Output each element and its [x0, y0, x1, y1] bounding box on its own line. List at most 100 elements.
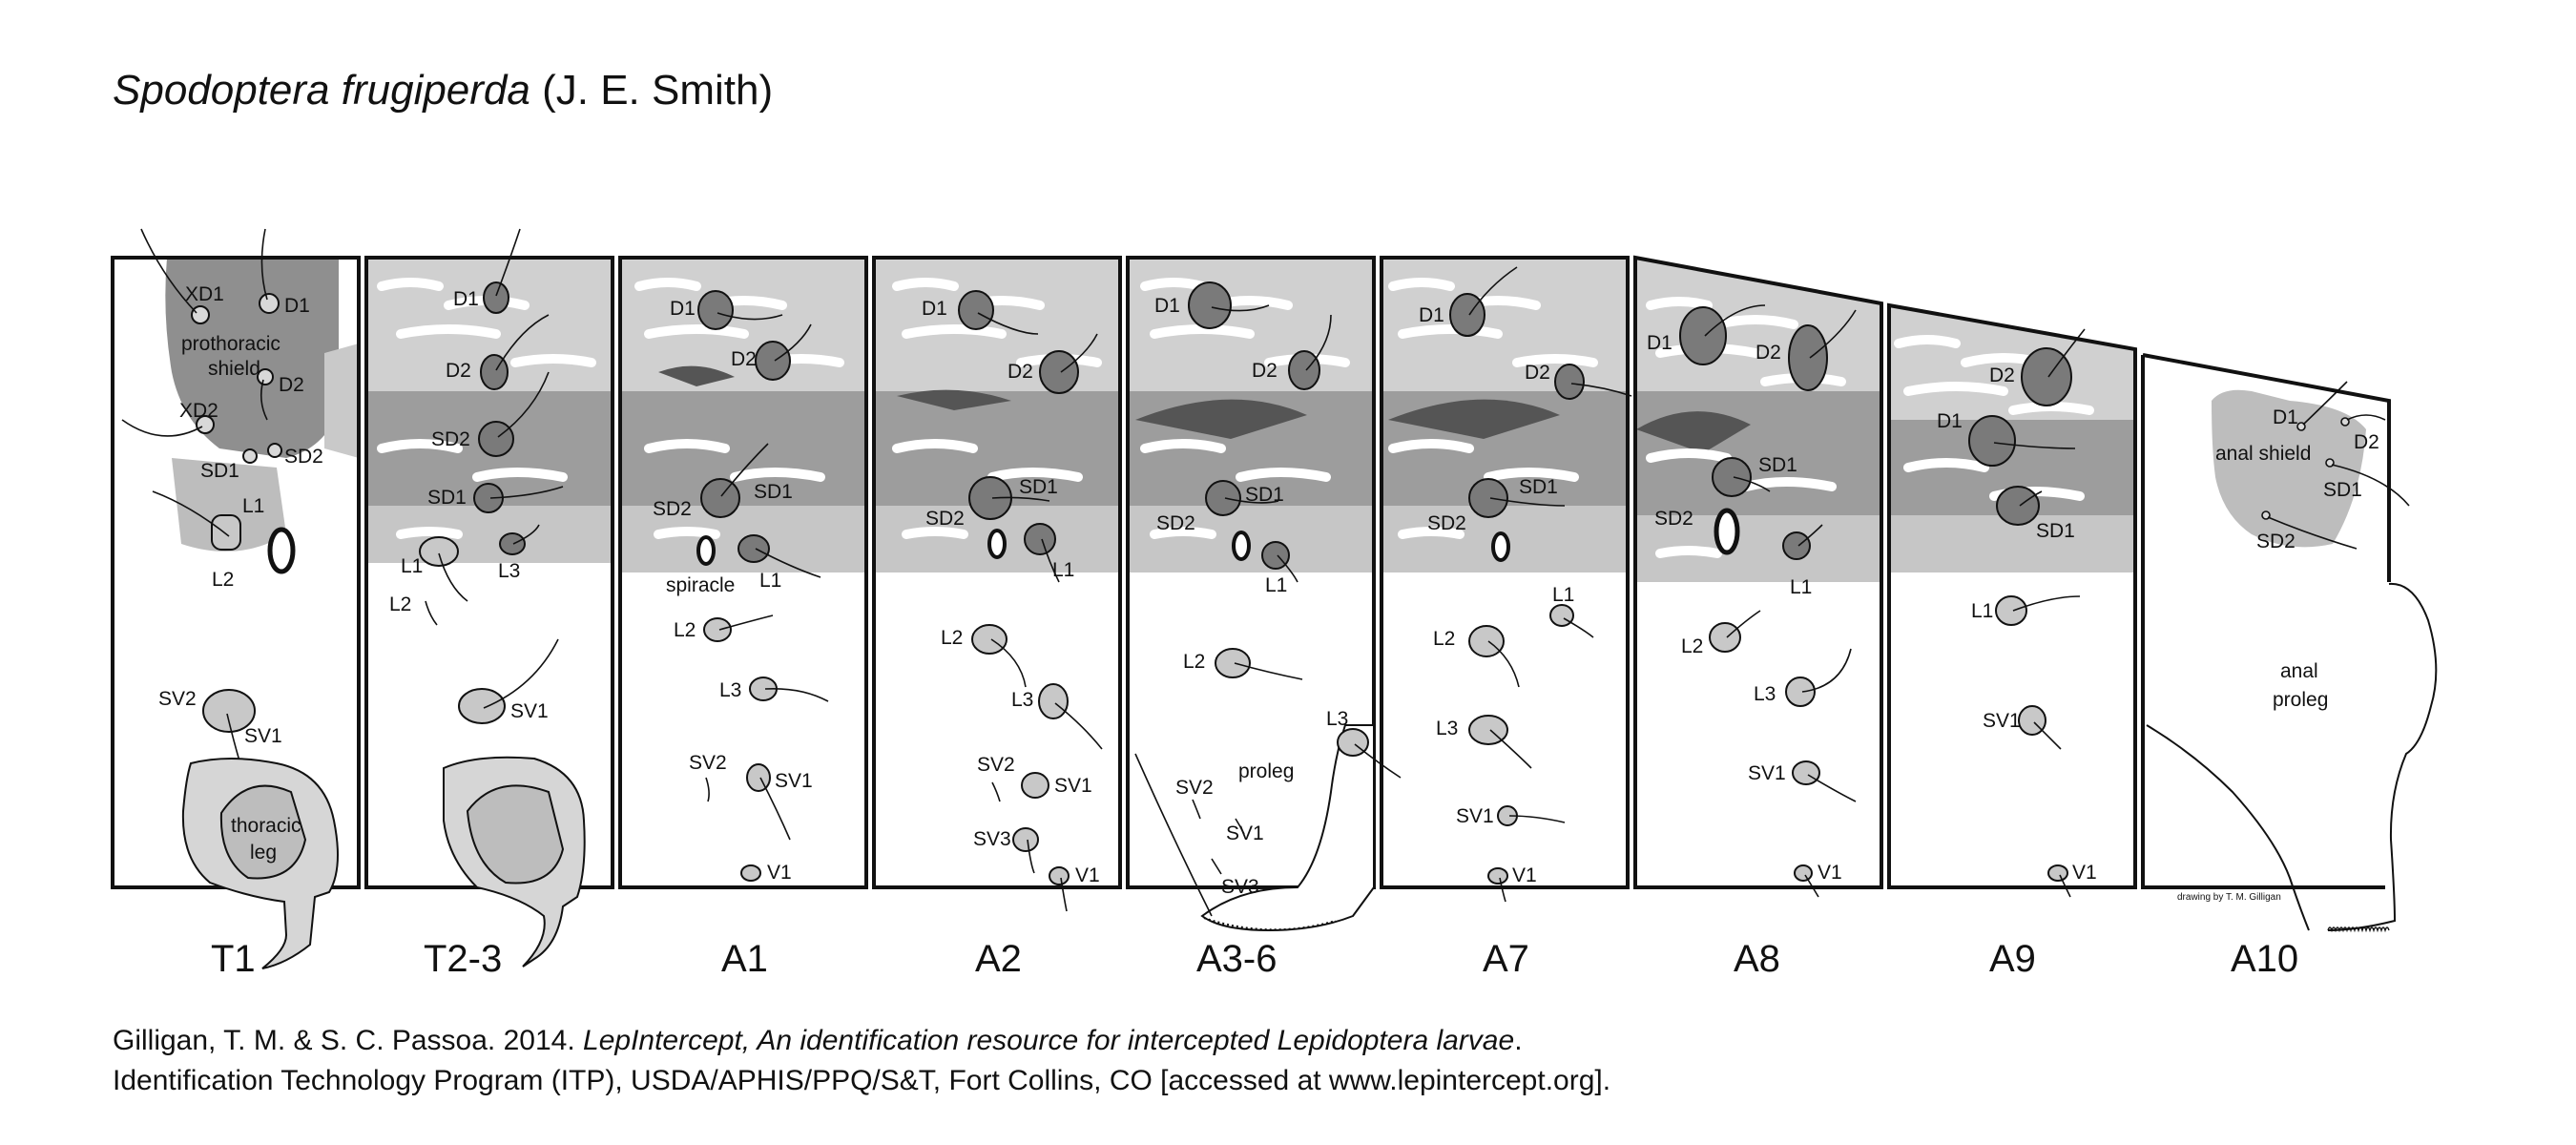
label-a36-d2: D2 — [1252, 360, 1278, 382]
label-a1-d2: D2 — [731, 348, 757, 370]
label-a7-sd1: SD1 — [1519, 476, 1558, 498]
label-t23-d2: D2 — [446, 360, 471, 382]
label-a7-l2: L2 — [1433, 628, 1455, 650]
label-a2-d1: D1 — [922, 298, 947, 320]
label-t1-shield2: shield — [208, 358, 260, 380]
segment-a10: D1 D2 anal shield SD1 SD2 anal proleg dr… — [2141, 353, 2438, 980]
segment-label-t2-3: T2-3 — [424, 938, 502, 980]
label-a2-sd1: SD1 — [1019, 476, 1058, 498]
label-a7-v1: V1 — [1512, 864, 1537, 886]
citation-authors: Gilligan, T. M. & S. C. Passoa. 2014. — [113, 1025, 584, 1056]
segment-label-a3-6: A3-6 — [1196, 938, 1278, 980]
label-a36-l2: L2 — [1183, 651, 1205, 673]
segment-label-a10: A10 — [2231, 938, 2298, 980]
segment-t1: XD1 D1 prothoracic shield D2 XD2 SD2 SD1… — [111, 228, 361, 980]
label-a1-l2: L2 — [674, 619, 696, 641]
segment-a9: D2 D1 SD1 L1 SV1 V1 A9 — [1887, 302, 2137, 980]
pattern-a1 — [620, 258, 866, 572]
setae-a3-6 — [1188, 281, 1332, 680]
label-a36-sv2: SV2 — [1175, 777, 1214, 799]
label-a2-l3: L3 — [1011, 689, 1033, 711]
label-t1-sd1: SD1 — [200, 460, 239, 482]
label-t1-xd2: XD2 — [179, 400, 218, 422]
species-name: Spodoptera frugiperda — [113, 67, 530, 114]
label-a8-v1: V1 — [1818, 862, 1842, 884]
citation: Gilligan, T. M. & S. C. Passoa. 2014. Le… — [113, 1021, 1610, 1101]
label-a10-sd2: SD2 — [2256, 531, 2296, 552]
label-a1-v1: V1 — [767, 862, 792, 884]
citation-line-2: Identification Technology Program (ITP),… — [113, 1065, 1611, 1096]
label-a36-l1: L1 — [1265, 574, 1287, 596]
label-a7-d2: D2 — [1525, 362, 1550, 384]
segment-label-a8: A8 — [1734, 938, 1780, 980]
label-a2-v1: V1 — [1075, 864, 1100, 886]
label-t1-d2: D2 — [279, 374, 304, 396]
label-a10-sd1: SD1 — [2323, 479, 2362, 501]
setae-a10 — [2261, 381, 2410, 550]
label-a36-sd1: SD1 — [1245, 484, 1284, 506]
label-a9-l1: L1 — [1971, 600, 1993, 622]
segment-label-a7: A7 — [1483, 938, 1529, 980]
label-a8-sd1: SD1 — [1758, 454, 1797, 476]
label-a1-l1: L1 — [759, 570, 781, 592]
label-t23-sd2: SD2 — [431, 428, 470, 450]
label-t1-sd2: SD2 — [284, 446, 323, 468]
label-a2-sd2: SD2 — [925, 508, 965, 530]
anal-proleg — [2327, 582, 2438, 931]
label-a1-d1: D1 — [670, 298, 696, 320]
label-t1-shield1: prothoracic — [181, 333, 280, 355]
label-a36-proleg: proleg — [1238, 760, 1294, 782]
segment-t2-3: D1 D2 SD2 SD1 L1 L3 L2 SV1 T2-3 — [364, 228, 614, 980]
label-a1-sd2: SD2 — [653, 498, 692, 520]
label-a8-l2: L2 — [1681, 635, 1703, 657]
label-t1-l2: L2 — [212, 569, 234, 591]
label-t23-sv1: SV1 — [510, 700, 549, 722]
artist-credit: drawing by T. M. Gilligan — [2177, 892, 2281, 903]
label-a7-l3: L3 — [1436, 718, 1458, 739]
label-t23-d1: D1 — [453, 288, 479, 310]
label-a8-d1: D1 — [1647, 332, 1672, 354]
label-a10-d2: D2 — [2354, 431, 2379, 453]
segment-label-a9: A9 — [1989, 938, 2036, 980]
label-a2-l2: L2 — [941, 627, 963, 649]
label-a8-d2: D2 — [1755, 342, 1781, 364]
segment-label-a1: A1 — [721, 938, 768, 980]
label-a36-sv1: SV1 — [1226, 822, 1264, 844]
label-t1-xd1: XD1 — [185, 283, 224, 305]
pattern-a2 — [874, 258, 1120, 572]
label-t1-leg2: leg — [250, 842, 277, 864]
label-a8-sv1: SV1 — [1748, 762, 1786, 784]
label-a10-proleg: proleg — [2273, 689, 2328, 711]
citation-title: LepIntercept, An identification resource… — [583, 1025, 1515, 1056]
label-t23-l3: L3 — [498, 560, 520, 582]
label-a9-v1: V1 — [2072, 862, 2097, 884]
segment-label-t1: T1 — [211, 938, 256, 980]
label-t23-l1: L1 — [401, 555, 423, 577]
segment-a1: D1 D2 SD2 SD1 spiracle L1 L2 L3 SV2 SV1 … — [618, 256, 868, 980]
label-a10-anal: anal — [2280, 660, 2318, 682]
segment-a2: D1 D2 SD1 SD2 L1 L2 L3 SV2 SV1 SV3 V1 A2 — [872, 256, 1122, 980]
label-a10-anal-shield: anal shield — [2215, 443, 2311, 465]
label-a10-d1: D1 — [2273, 406, 2298, 428]
label-t1-l1: L1 — [242, 495, 264, 517]
label-a7-sv1: SV1 — [1456, 805, 1494, 827]
label-t1-d1: D1 — [284, 295, 310, 317]
label-a1-sv2: SV2 — [689, 752, 727, 774]
label-a2-sv2: SV2 — [977, 754, 1015, 776]
label-a1-l3: L3 — [719, 679, 741, 701]
label-t1-sv1: SV1 — [244, 725, 282, 747]
citation-period: . — [1514, 1025, 1523, 1056]
label-t1-sv2: SV2 — [158, 688, 197, 710]
label-a36-d1: D1 — [1154, 295, 1180, 317]
label-t23-l2: L2 — [389, 593, 411, 615]
species-author: (J. E. Smith) — [542, 67, 774, 114]
pattern-a3-6 — [1128, 258, 1374, 572]
label-t23-sd1: SD1 — [427, 487, 467, 509]
label-a1-sd1: SD1 — [754, 481, 793, 503]
label-a36-sd2: SD2 — [1156, 512, 1195, 534]
citation-line-1: Gilligan, T. M. & S. C. Passoa. 2014. Le… — [113, 1021, 1610, 1061]
setae-a9 — [1968, 328, 2086, 898]
label-t1-leg1: thoracic — [231, 815, 301, 837]
label-a9-d1: D1 — [1937, 410, 1963, 432]
